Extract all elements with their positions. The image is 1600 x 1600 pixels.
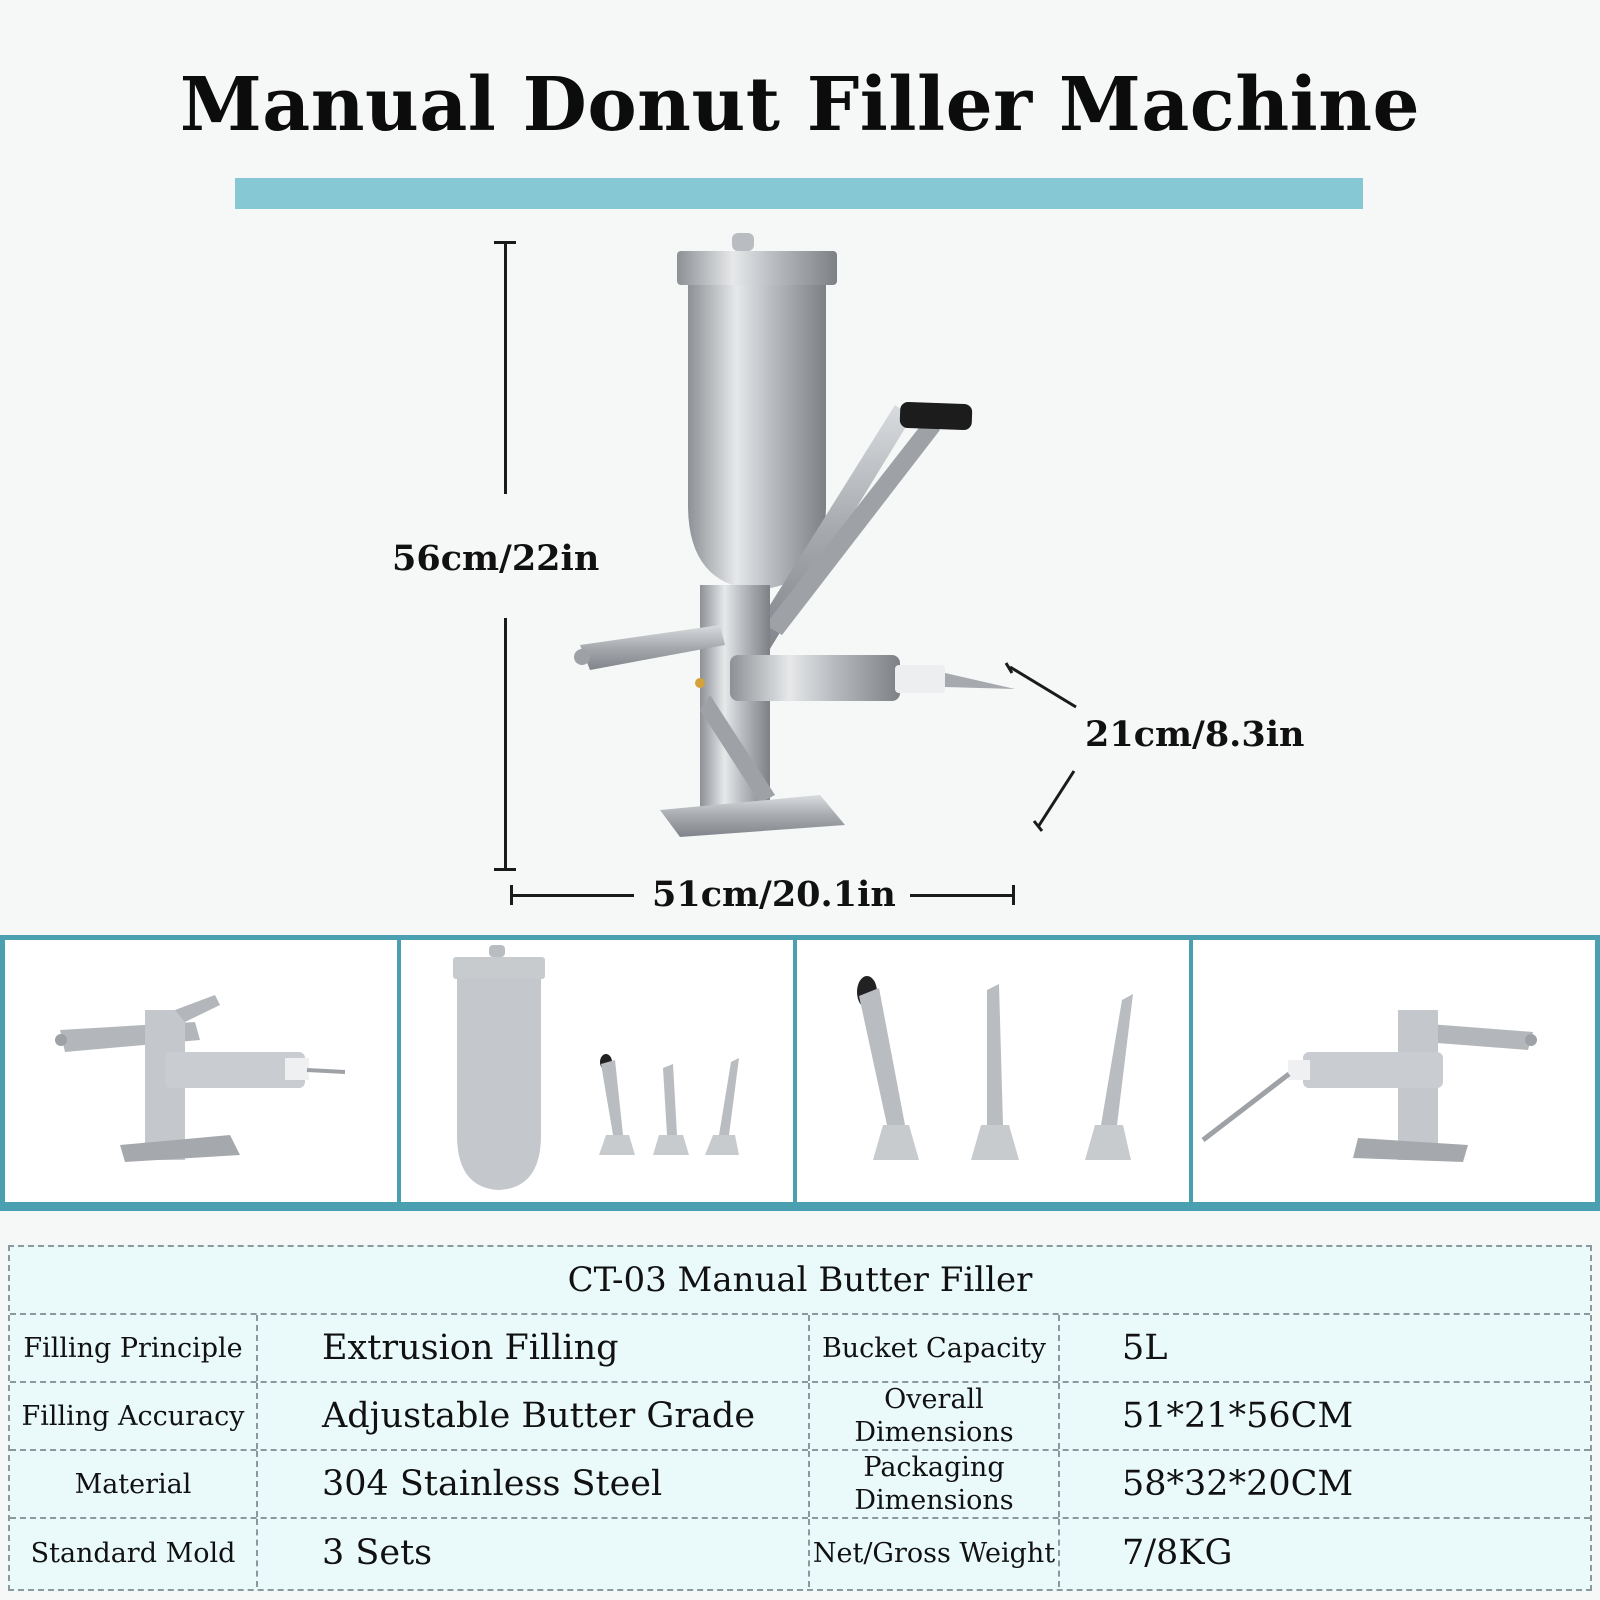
donut-filler-machine-image bbox=[574, 233, 1015, 837]
spec-label: Standard Mold bbox=[10, 1519, 258, 1587]
height-dimension-line-top bbox=[504, 242, 507, 494]
three-nozzles-image bbox=[857, 976, 1133, 1160]
height-dimension-label: 56cm/22in bbox=[392, 538, 600, 579]
table-row: Filling Accuracy Adjustable Butter Grade… bbox=[10, 1383, 1590, 1451]
table-row: Filling Principle Extrusion Filling Buck… bbox=[10, 1315, 1590, 1383]
spec-label: Overall Dimensions bbox=[810, 1383, 1060, 1449]
width-dimension-tick-left bbox=[510, 885, 513, 905]
spec-table: CT-03 Manual Butter Filler Filling Princ… bbox=[8, 1245, 1592, 1591]
height-dimension-line-bottom bbox=[504, 618, 507, 870]
gallery-panel-4[interactable] bbox=[1193, 940, 1595, 1202]
spec-value: 3 Sets bbox=[258, 1519, 810, 1587]
height-dimension-tick-bottom bbox=[494, 868, 516, 871]
spec-label: Bucket Capacity bbox=[810, 1315, 1060, 1381]
spec-label: Filling Principle bbox=[10, 1315, 258, 1381]
spec-value: 58*32*20CM bbox=[1122, 1464, 1354, 1504]
spec-value: 5L bbox=[1122, 1328, 1168, 1368]
page-title: Manual Donut Filler Machine bbox=[179, 62, 1421, 148]
spec-label: Material bbox=[10, 1451, 258, 1517]
accent-bar bbox=[235, 178, 1363, 209]
width-dimension-line-left bbox=[510, 894, 634, 897]
spec-label: Filling Accuracy bbox=[10, 1383, 258, 1449]
gallery-panel-1[interactable] bbox=[5, 940, 397, 1202]
table-row: Standard Mold 3 Sets Net/Gross Weight 7/… bbox=[10, 1519, 1590, 1587]
height-dimension-tick-top bbox=[494, 241, 516, 244]
hopper-and-nozzles-image bbox=[453, 945, 739, 1190]
spec-table-caption: CT-03 Manual Butter Filler bbox=[10, 1247, 1590, 1315]
spec-label: Net/Gross Weight bbox=[810, 1519, 1060, 1587]
spec-value: 304 Stainless Steel bbox=[258, 1451, 810, 1517]
width-dimension-label: 51cm/20.1in bbox=[652, 874, 896, 915]
spec-value: Adjustable Butter Grade bbox=[258, 1383, 810, 1449]
gallery-panel-3[interactable] bbox=[797, 940, 1189, 1202]
spec-value: 7/8KG bbox=[1122, 1533, 1233, 1573]
machine-long-nozzle-image bbox=[1201, 1010, 1537, 1162]
machine-side-view-image bbox=[55, 995, 346, 1162]
depth-dimension-label: 21cm/8.3in bbox=[1085, 714, 1305, 755]
spec-label: Packaging Dimensions bbox=[810, 1451, 1060, 1517]
gallery-panel-2[interactable] bbox=[401, 940, 793, 1202]
table-row: Material 304 Stainless Steel Packaging D… bbox=[10, 1451, 1590, 1519]
width-dimension-line-right bbox=[910, 894, 1014, 897]
spec-value: 51*21*56CM bbox=[1122, 1396, 1354, 1436]
depth-dimension-lines bbox=[1004, 662, 1077, 832]
spec-value: Extrusion Filling bbox=[258, 1315, 810, 1381]
product-gallery bbox=[0, 935, 1600, 1211]
width-dimension-tick-right bbox=[1012, 885, 1015, 905]
